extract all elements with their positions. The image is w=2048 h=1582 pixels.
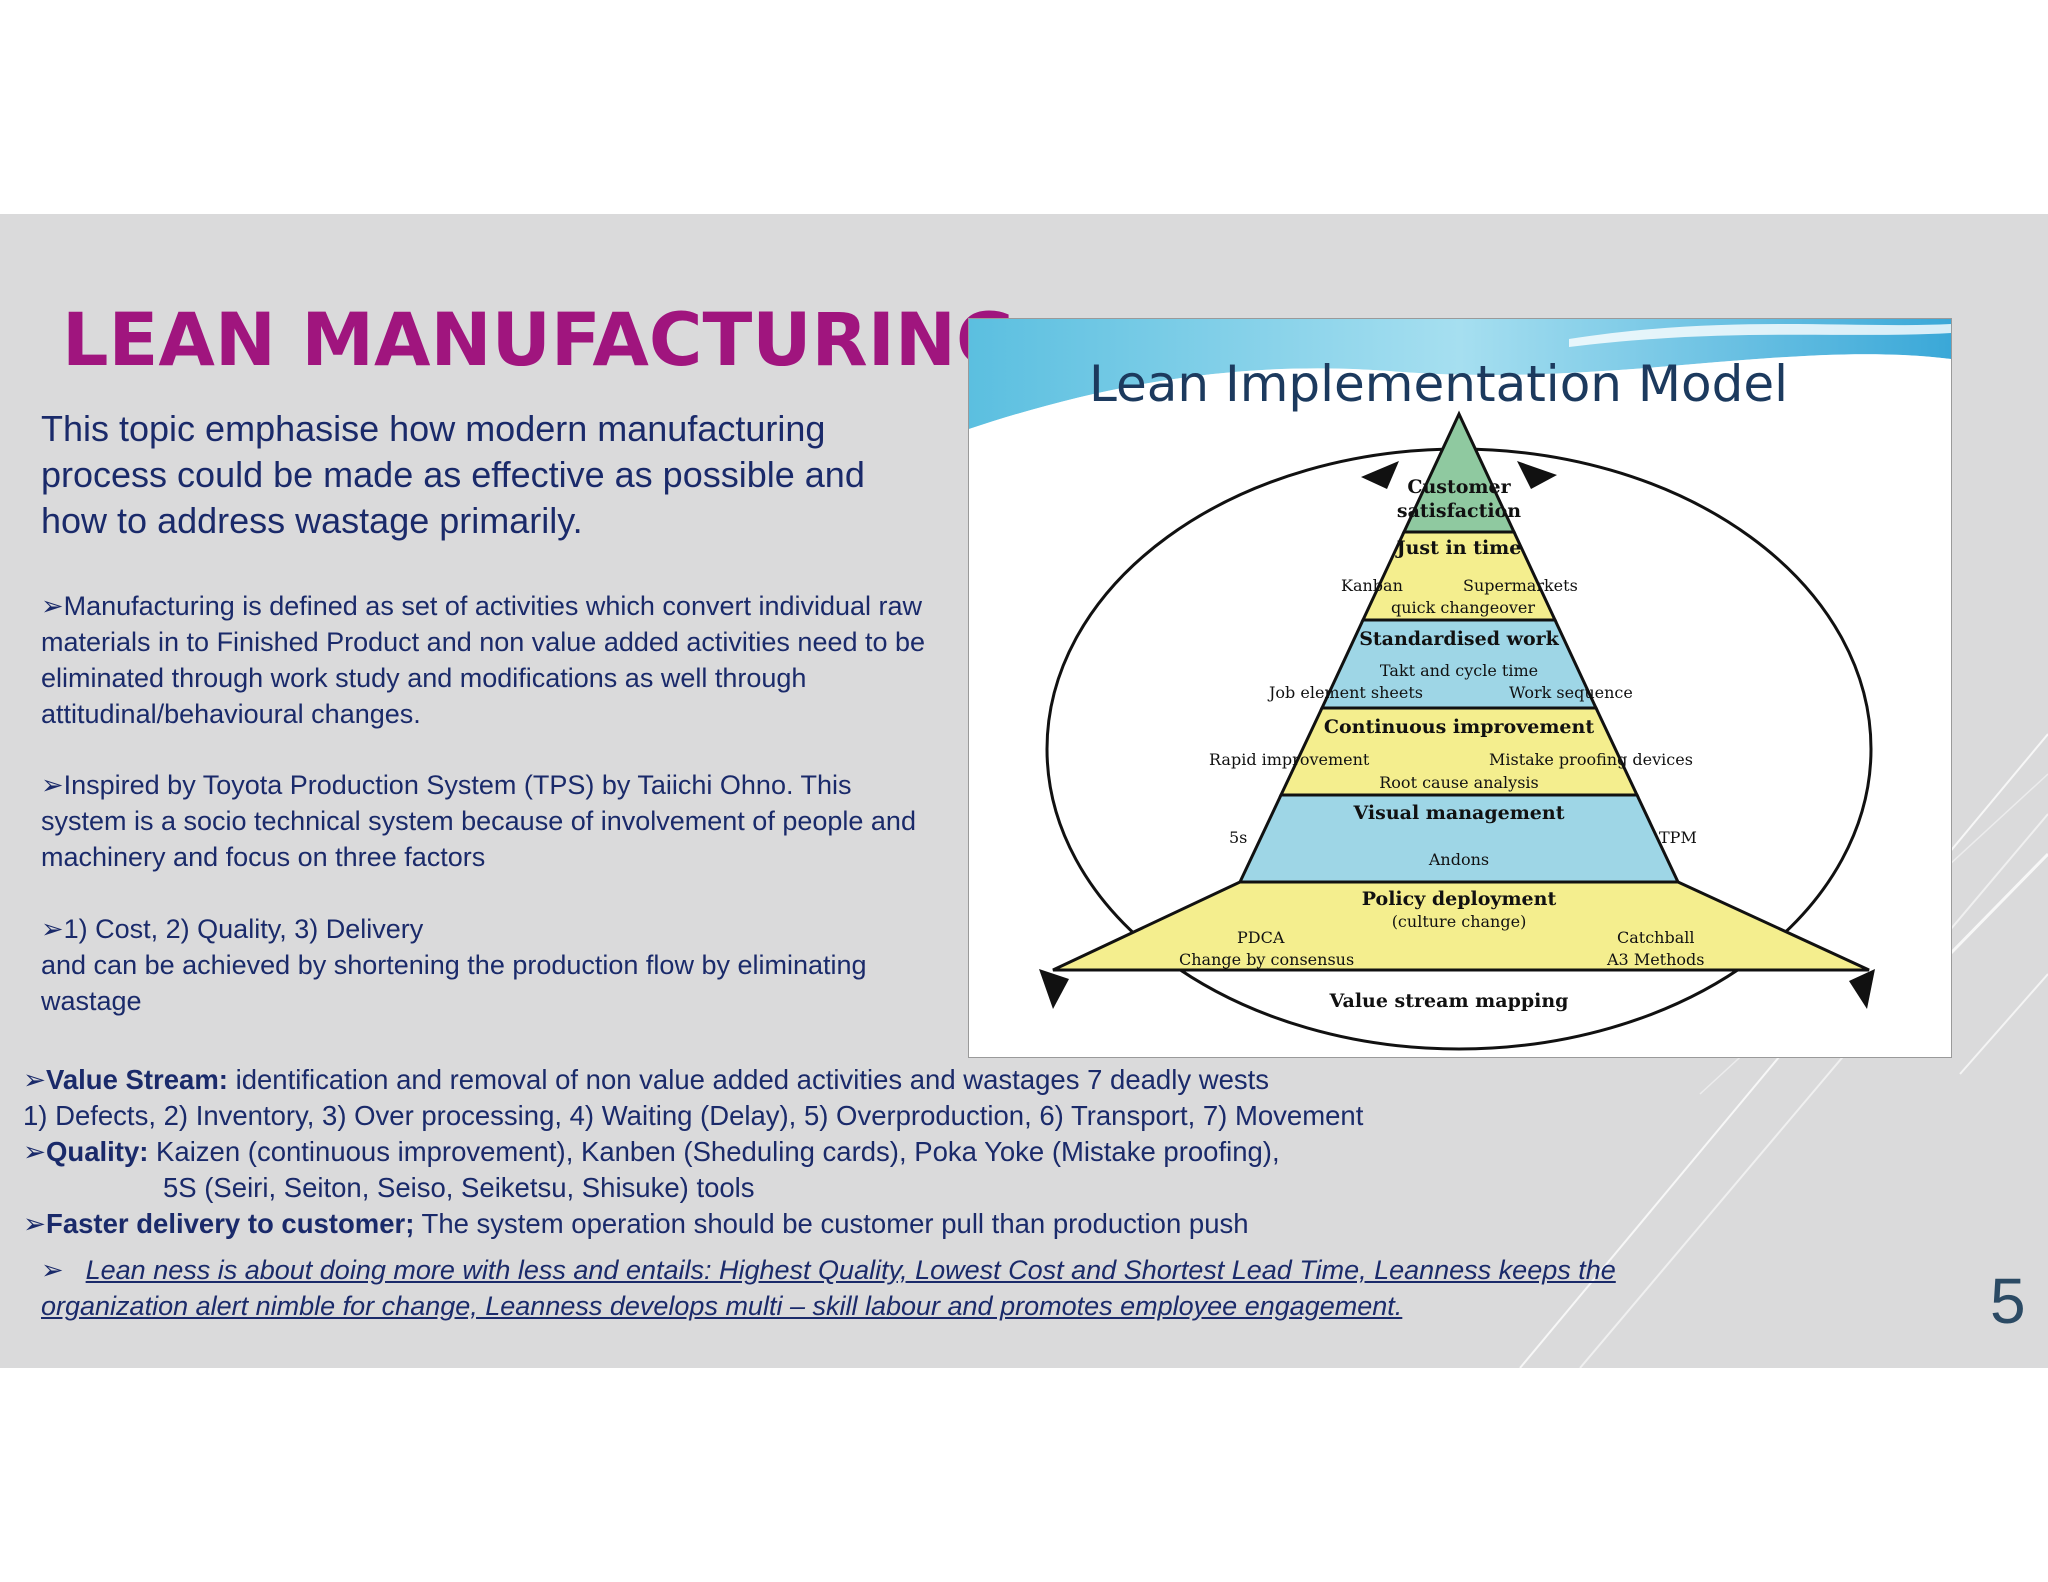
ci-item-rapid: Rapid improvement bbox=[1209, 750, 1370, 769]
quality-line-2: 5S (Seiri, Seiton, Seiso, Seiketsu, Shis… bbox=[163, 1172, 755, 1203]
slide: LEAN MANUFACTURING This topic emphasise … bbox=[0, 214, 2048, 1368]
pd-item-consensus: Change by consensus bbox=[1179, 950, 1354, 969]
std-item-job-sheets: Job element sheets bbox=[1267, 683, 1423, 702]
level-policy-deployment bbox=[1052, 880, 1870, 972]
lean-note-text: Lean ness is about doing more with less … bbox=[41, 1255, 1616, 1321]
lean-model-figure: Customer satisfaction Just in time Kanba… bbox=[968, 318, 1952, 1058]
vm-label: Visual management bbox=[1353, 802, 1565, 824]
bullet-arrow-icon: ➢ bbox=[23, 1064, 47, 1095]
pd-item-catchball: Catchball bbox=[1617, 928, 1695, 947]
delivery-text: The system operation should be customer … bbox=[414, 1208, 1249, 1239]
para2-text: Inspired by Toyota Production System (TP… bbox=[41, 770, 916, 872]
figure-title: Lean Implementation Model bbox=[1089, 355, 1788, 413]
value-stream-text: identification and removal of non value … bbox=[227, 1064, 1270, 1095]
factors-heading: 1) Cost, 2) Quality, 3) Delivery bbox=[63, 914, 424, 944]
factors-body: and can be achieved by shortening the pr… bbox=[41, 950, 867, 1016]
jit-item-kanban: Kanban bbox=[1341, 576, 1403, 595]
quality-text: Kaizen (continuous improvement), Kanben … bbox=[148, 1136, 1280, 1167]
pd-item-pdca: PDCA bbox=[1237, 928, 1285, 947]
std-item-work-sequence: Work sequence bbox=[1509, 683, 1633, 702]
vm-item-5s: 5s bbox=[1229, 828, 1247, 847]
std-item-takt: Takt and cycle time bbox=[1380, 661, 1538, 680]
bullet-arrow-icon: ➢ bbox=[41, 914, 64, 944]
vm-item-andons: Andons bbox=[1428, 850, 1489, 869]
bullet-arrow-icon: ➢ bbox=[41, 1255, 64, 1285]
value-stream-label: Value Stream: bbox=[46, 1064, 228, 1095]
wastes-line: 1) Defects, 2) Inventory, 3) Over proces… bbox=[23, 1100, 1364, 1131]
delivery-line: ➢Faster delivery to customer; The system… bbox=[23, 1206, 1723, 1242]
header-wave bbox=[969, 319, 1951, 429]
jit-item-changeover: quick changeover bbox=[1391, 598, 1535, 617]
vm-item-tpm: TPM bbox=[1659, 828, 1697, 847]
ci-item-root-cause: Root cause analysis bbox=[1379, 773, 1538, 792]
pd-item-culture: (culture change) bbox=[1392, 912, 1527, 931]
page-number: 5 bbox=[1990, 1265, 2026, 1337]
std-work-label: Standardised work bbox=[1359, 628, 1559, 650]
bullet-arrow-icon: ➢ bbox=[23, 1136, 47, 1167]
customer-label-2: satisfaction bbox=[1397, 500, 1521, 522]
customer-label-1: Customer bbox=[1407, 476, 1511, 498]
jit-item-supermarkets: Supermarkets bbox=[1463, 576, 1578, 595]
intro-text: This topic emphasise how modern manufact… bbox=[41, 408, 865, 541]
factors-paragraph: ➢1) Cost, 2) Quality, 3) Delivery and can… bbox=[41, 911, 941, 1019]
slide-title: LEAN MANUFACTURING bbox=[62, 298, 1016, 383]
value-stream-mapping-label: Value stream mapping bbox=[1329, 990, 1569, 1012]
manufacturing-definition: ➢Manufacturing is defined as set of acti… bbox=[41, 588, 941, 732]
para1-text: Manufacturing is defined as set of activ… bbox=[41, 591, 926, 729]
bullet-arrow-icon: ➢ bbox=[41, 770, 64, 800]
pd-label: Policy deployment bbox=[1362, 888, 1557, 910]
jit-label: Just in time bbox=[1395, 537, 1522, 559]
pyramid bbox=[1052, 410, 1870, 972]
lean-model-diagram: Customer satisfaction Just in time Kanba… bbox=[969, 319, 1951, 1057]
bullet-arrow-icon: ➢ bbox=[41, 591, 64, 621]
quality-label: Quality: bbox=[46, 1136, 149, 1167]
tps-paragraph: ➢Inspired by Toyota Production System (T… bbox=[41, 767, 941, 875]
value-stream-line: ➢Value Stream: identification and remova… bbox=[23, 1062, 1723, 1098]
ci-item-mistake-proofing: Mistake proofing devices bbox=[1489, 750, 1693, 769]
ci-label: Continuous improvement bbox=[1324, 716, 1594, 738]
pd-item-a3: A3 Methods bbox=[1606, 950, 1705, 969]
lean-note: ➢Lean ness is about doing more with less… bbox=[41, 1252, 1761, 1324]
quality-line: ➢Quality: Kaizen (continuous improvement… bbox=[23, 1134, 1723, 1170]
delivery-label: Faster delivery to customer; bbox=[46, 1208, 415, 1239]
bullet-arrow-icon: ➢ bbox=[23, 1208, 47, 1239]
